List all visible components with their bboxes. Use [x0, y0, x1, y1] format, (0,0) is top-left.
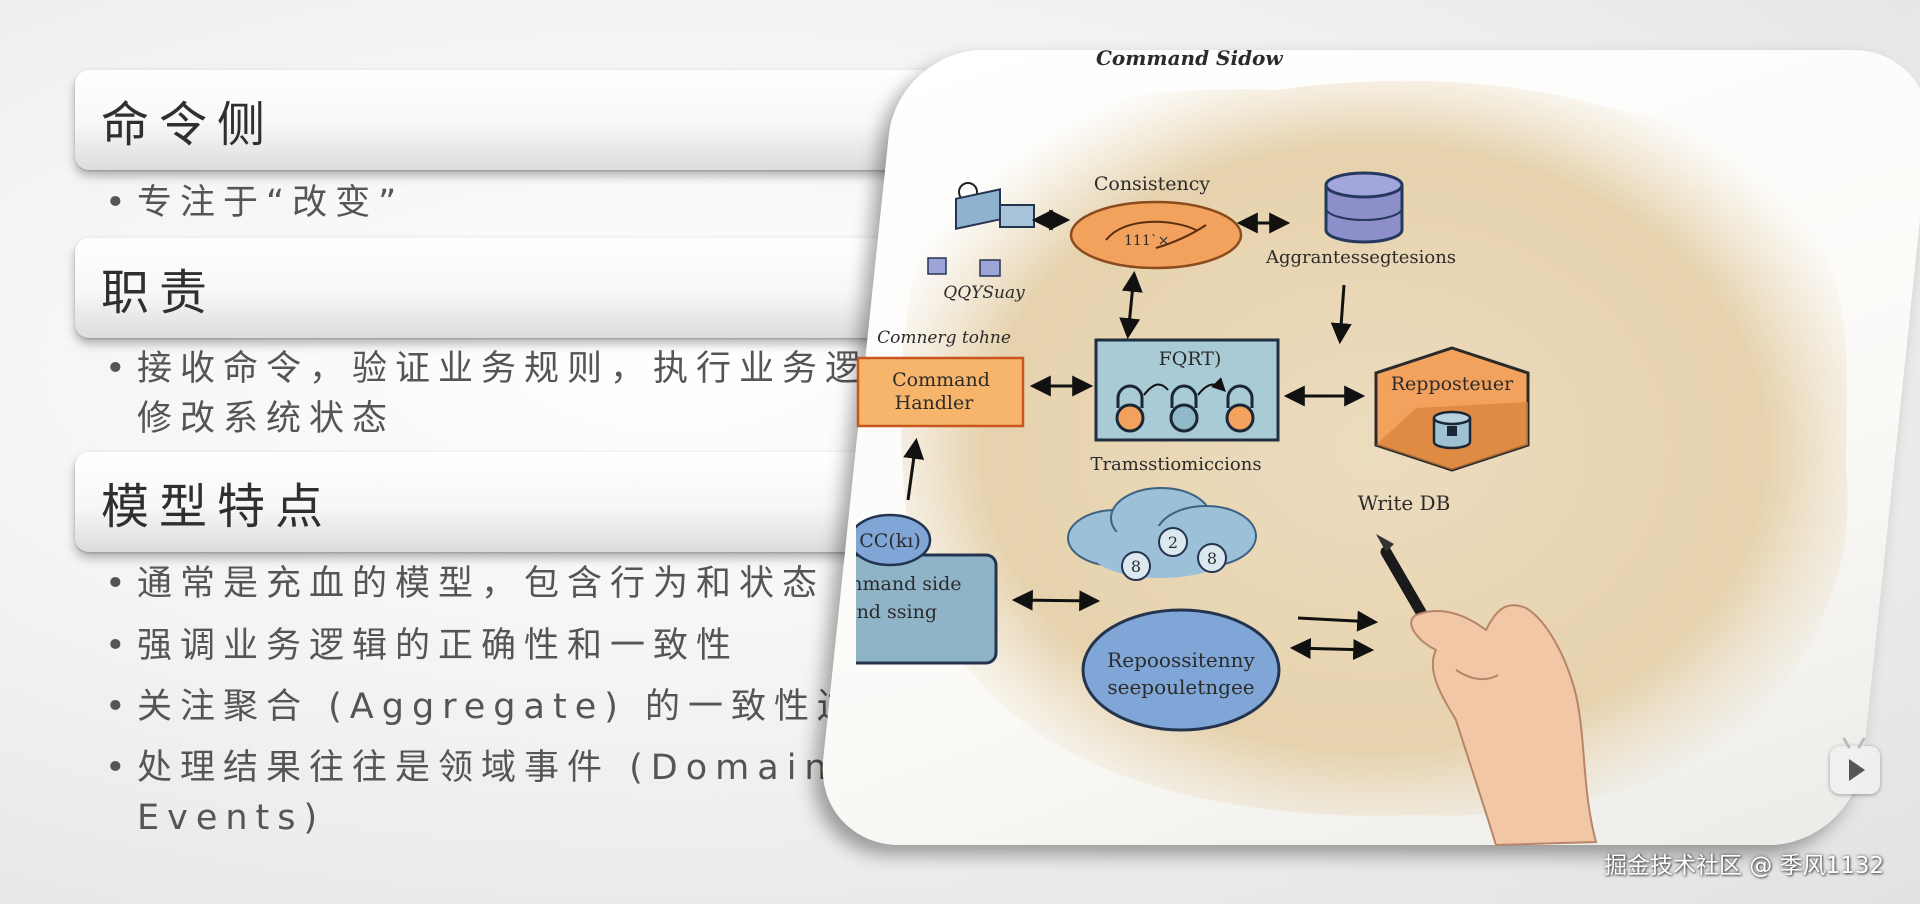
bullet-dot: •	[105, 564, 134, 604]
bullet-item: • 接收命令，验证业务规则，执行业务逻辑，修改系统状态	[105, 344, 985, 444]
arrow	[1330, 284, 1352, 345]
arrow	[1297, 610, 1379, 632]
hand-with-pencil	[1376, 534, 1598, 847]
write-db-label: Write DB	[1358, 491, 1451, 515]
ccki-ellipse	[856, 513, 932, 567]
bullet-dot: •	[105, 183, 134, 223]
repository-oval	[1081, 608, 1281, 732]
bullet-text: 关注聚合 (Aggregate) 的一致性边界	[137, 687, 904, 727]
bullet-text: 接收命令，验证业务规则，执行业务逻辑，修改系统状态	[137, 349, 955, 439]
heading-bar-responsibilities: 职责	[75, 238, 1010, 338]
bullet-text: 通常是充血的模型，包含行为和状态	[137, 564, 826, 604]
bullet-item: • 通常是充血的模型，包含行为和状态	[105, 559, 985, 609]
command-side-line1: Command side	[856, 573, 962, 595]
bullet-dot: •	[105, 687, 134, 727]
bullet-text: 处理结果往往是领域事件 (Domain Events)	[137, 748, 835, 838]
command-side-line2: frond ssing	[856, 601, 937, 623]
consistency-inner: 111`×	[1124, 233, 1169, 249]
cloud-number: 8	[1207, 549, 1217, 568]
repository-hex-label: Repposteuer	[1391, 373, 1514, 395]
bullet-item: • 关注聚合 (Aggregate) 的一致性边界	[105, 682, 985, 732]
corner-label: Comnerg tohne	[877, 328, 1011, 348]
cubes-icon	[927, 182, 1035, 277]
watermark: 掘金技术社区 @ 季风1132	[1604, 853, 1885, 879]
heading-bar-command-side: 命令侧	[75, 70, 1010, 170]
transitions-label: Tramsstiomiccions	[1090, 454, 1261, 475]
bullet-item: • 强调业务逻辑的正确性和一致性	[105, 621, 985, 671]
arrow	[1289, 637, 1375, 661]
bullet-text: 专注于“改变”	[137, 183, 405, 223]
consistency-label: Consistency	[1094, 173, 1211, 195]
bullet-dot: •	[105, 349, 134, 389]
bullet-item: • 专注于“改变”	[105, 178, 985, 228]
heading-model-features: 模型特点	[101, 479, 334, 535]
command-handler-line1: Command	[892, 369, 990, 391]
cqrs-illustration: Command Sidow Consistency 111`× QQYSuay …	[856, 46, 1848, 847]
arrow	[1143, 385, 1224, 395]
qqysuay-label: QQYSuay	[943, 283, 1025, 303]
consistency-ellipse	[1069, 200, 1243, 270]
ccki-label: CC(kı)	[859, 530, 921, 552]
play-icon	[1849, 759, 1865, 781]
arrow	[1119, 270, 1143, 340]
arrow	[903, 437, 925, 501]
repo-oval-line1: Repoossitenny	[1107, 648, 1255, 672]
lock-icon	[1169, 384, 1199, 433]
arrow	[1011, 589, 1101, 612]
command-handler-box	[856, 356, 1025, 428]
heading-responsibilities: 职责	[101, 265, 218, 321]
command-handler-line2: Handler	[895, 392, 975, 414]
cloud-number: 2	[1168, 533, 1178, 552]
lock-icon	[1115, 384, 1145, 433]
diagram-title: Command Sidow	[1096, 46, 1283, 70]
play-button[interactable]	[1830, 737, 1880, 794]
bullet-item: • 处理结果往往是领域事件 (Domain Events)	[105, 743, 985, 843]
bullet-dot: •	[105, 748, 134, 788]
database-icon	[1324, 171, 1404, 244]
consistency-swirl-icon	[1105, 220, 1207, 249]
bullet-dot: •	[105, 626, 134, 666]
repo-oval-line2: seepouletngee	[1107, 675, 1254, 699]
fqrt-label: FQRT)	[1159, 348, 1222, 370]
aggregates-label: Aggrantessegtesions	[1265, 247, 1456, 268]
heading-command-side: 命令侧	[101, 97, 276, 153]
cloud-icon	[1067, 487, 1257, 581]
database-lock-icon	[1432, 410, 1472, 450]
bullet-text: 强调业务逻辑的正确性和一致性	[137, 626, 740, 666]
cloud-number: 8	[1131, 557, 1141, 576]
